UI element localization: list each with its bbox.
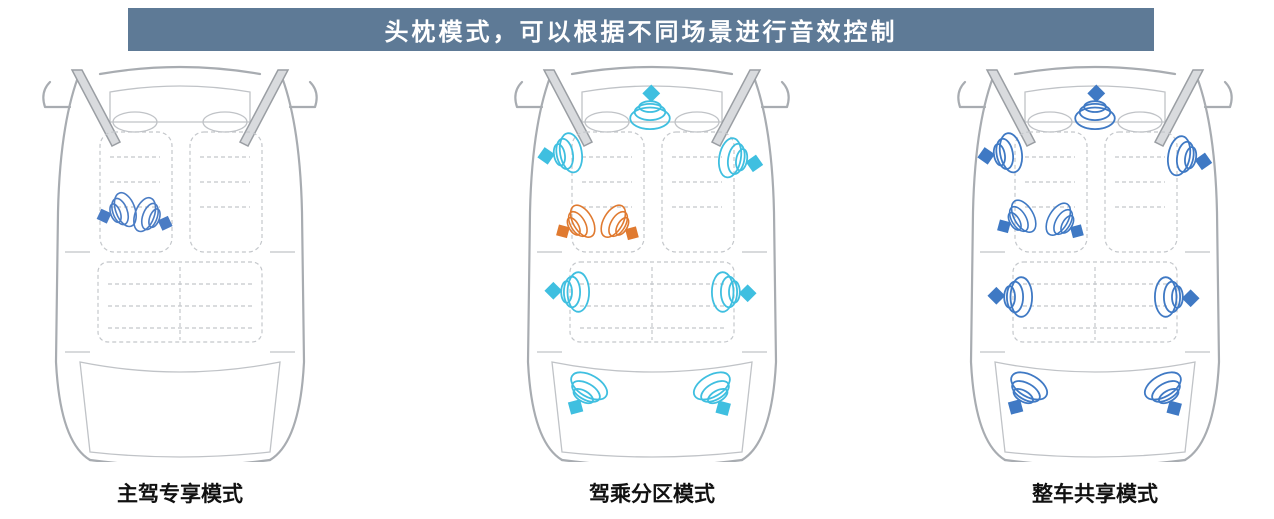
caption-zone-mode: 驾乘分区模式 (589, 482, 715, 506)
speaker-icon (994, 365, 1053, 426)
page-title: 头枕模式，可以根据不同场景进行音效控制 (128, 8, 1154, 51)
speaker-icon (715, 135, 768, 184)
speaker-icon (90, 188, 142, 238)
panel-shared-mode (935, 62, 1255, 462)
caption-driver-exclusive: 主驾专享模式 (117, 482, 243, 506)
speaker-icon (973, 130, 1026, 179)
caption-shared-mode: 整车共享模式 (1032, 482, 1158, 506)
speaker-icon (128, 193, 180, 243)
speaker-icon (688, 365, 747, 426)
car-topview-shared-mode (957, 65, 1233, 462)
panel-driver-exclusive (20, 62, 340, 462)
speaker-icon (711, 271, 757, 313)
speaker-icon (533, 130, 586, 179)
panel-zone-mode (492, 62, 812, 462)
speaker-icon (547, 200, 601, 253)
speaker-icon (1139, 365, 1198, 426)
speaker-icon (987, 276, 1033, 318)
car-topview-driver-exclusive (42, 65, 318, 462)
speaker-icon (554, 365, 613, 426)
speaker-icon (988, 195, 1042, 248)
car-topview-zone-mode (514, 65, 790, 462)
speaker-icon (1164, 133, 1217, 182)
speaker-icon (595, 200, 649, 253)
